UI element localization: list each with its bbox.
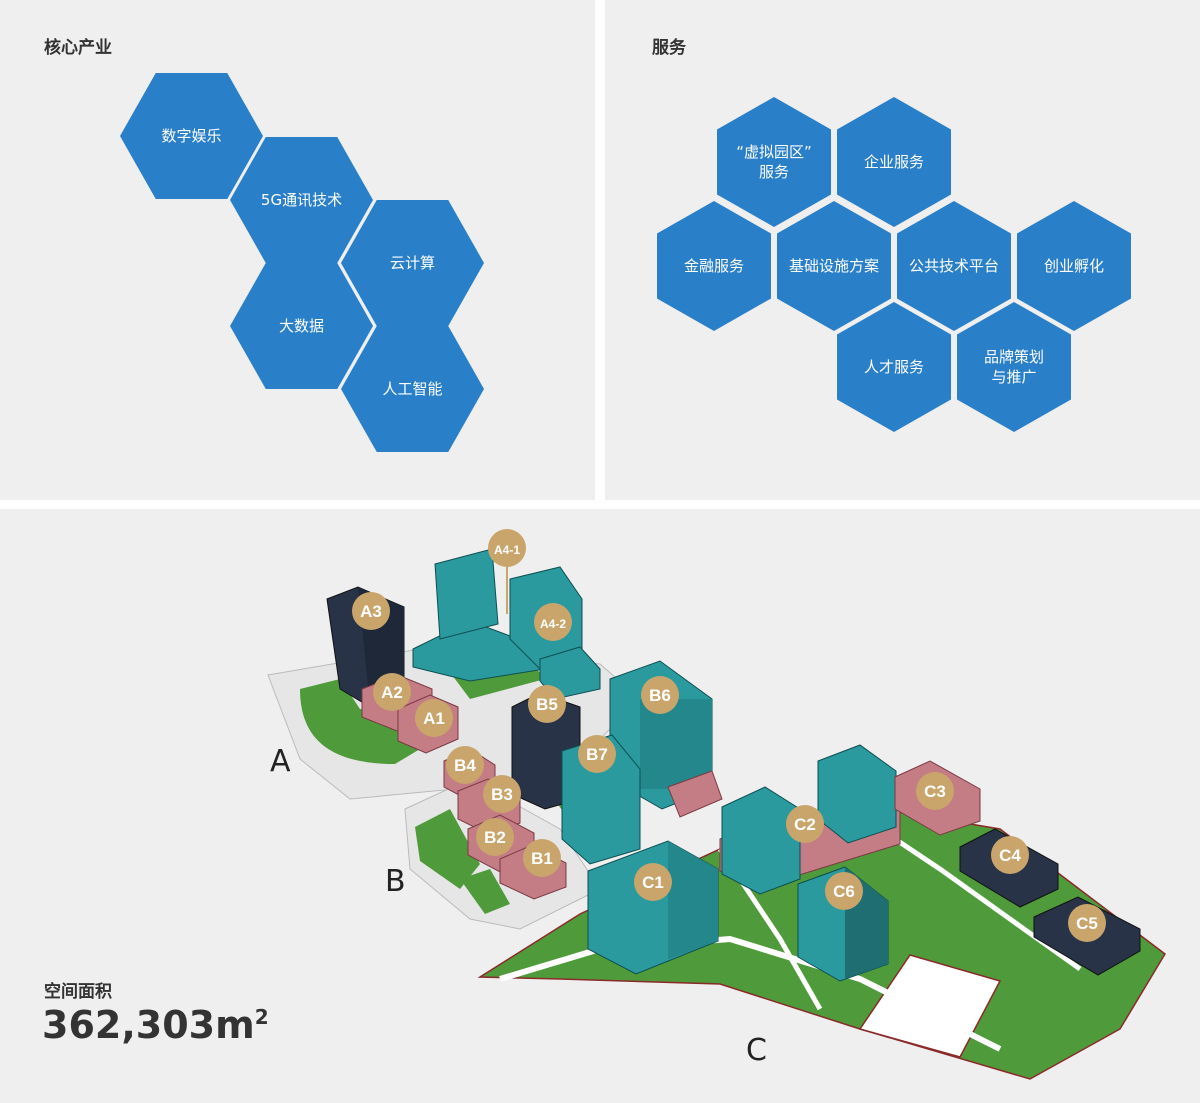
- building-label-a2-marker: [373, 673, 411, 711]
- hex-startup-incubation: 创业孵化: [1017, 201, 1131, 331]
- hex-big-data: 大数据: [230, 263, 373, 389]
- services-panel: 服务 “虚拟园区” 服务 企业服务 金融服务 基础设施方案 公共技术平台 创业孵…: [605, 0, 1200, 500]
- building-label-a1-marker: [415, 699, 453, 737]
- building-label-b2: B2: [484, 828, 506, 847]
- building-label-c6: C6: [833, 882, 855, 901]
- building-label-a4-2: A4-2: [540, 617, 566, 631]
- building-label-c5: C5: [1076, 914, 1098, 933]
- building-label-c1-marker: [634, 863, 672, 901]
- hex-brand-promotion: 品牌策划 与推广: [957, 302, 1071, 432]
- building-label-b4-marker: [446, 746, 484, 784]
- zone-label-c: C: [746, 1033, 767, 1068]
- building-label-a4-1-marker: [488, 529, 526, 567]
- building-label-c3: C3: [924, 782, 946, 801]
- building-label-b5-marker: [528, 685, 566, 723]
- building-label-c6-marker: [825, 872, 863, 910]
- building-label-a3-marker: [352, 592, 390, 630]
- building-label-a3: A3: [360, 602, 382, 621]
- building-label-b6-marker: [641, 676, 679, 714]
- building-label-a4-1: A4-1: [494, 543, 520, 557]
- hex-enterprise-service: 企业服务: [837, 97, 951, 227]
- core-industry-panel: 核心产业 数字娱乐 5G通讯技术 云计算 大数据 人工智能: [0, 0, 595, 500]
- hex-talent-service: 人才服务: [837, 302, 951, 432]
- zone-label-a: A: [270, 744, 291, 779]
- building-label-a2: A2: [381, 683, 403, 702]
- hex-virtual-park-service: “虚拟园区” 服务: [717, 97, 831, 227]
- building-label-b4: B4: [454, 756, 476, 775]
- building-label-b5: B5: [536, 695, 558, 714]
- building-label-b7: B7: [586, 745, 608, 764]
- building-label-c3-marker: [916, 772, 954, 810]
- area-label: 空间面积: [44, 982, 112, 1002]
- building-label-c2-marker: [786, 805, 824, 843]
- core-industry-title: 核心产业: [44, 38, 112, 58]
- building-label-b6: B6: [649, 686, 671, 705]
- hex-public-tech-platform: 公共技术平台: [897, 201, 1011, 331]
- hex-cloud-computing: 云计算: [341, 200, 484, 326]
- hex-infrastructure-solution: 基础设施方案: [777, 201, 891, 331]
- building-label-a1: A1: [423, 709, 445, 728]
- building-label-c1: C1: [642, 873, 664, 892]
- building-label-b7-marker: [578, 735, 616, 773]
- building-label-b3: B3: [491, 785, 513, 804]
- building-label-b1: B1: [531, 849, 553, 868]
- building-label-c4-marker: [991, 836, 1029, 874]
- building-label-b1-marker: [523, 839, 561, 877]
- building-c2-b: [817, 744, 897, 844]
- building-label-c4: C4: [999, 846, 1021, 865]
- building-label-a4-2-marker: [534, 603, 572, 641]
- building-label-c5-marker: [1068, 904, 1106, 942]
- hex-financial-service: 金融服务: [657, 201, 771, 331]
- building-label-b3-marker: [483, 775, 521, 813]
- building-a4-1: [434, 548, 499, 640]
- services-title: 服务: [652, 38, 686, 58]
- zone-label-b: B: [385, 864, 406, 899]
- hex-artificial-intelligence: 人工智能: [341, 326, 484, 452]
- building-c2-a: [721, 786, 801, 895]
- building-label-b2-marker: [476, 818, 514, 856]
- area-value: 362,303m2: [42, 1003, 269, 1047]
- building-b7: [561, 734, 641, 865]
- building-label-c2: C2: [794, 815, 816, 834]
